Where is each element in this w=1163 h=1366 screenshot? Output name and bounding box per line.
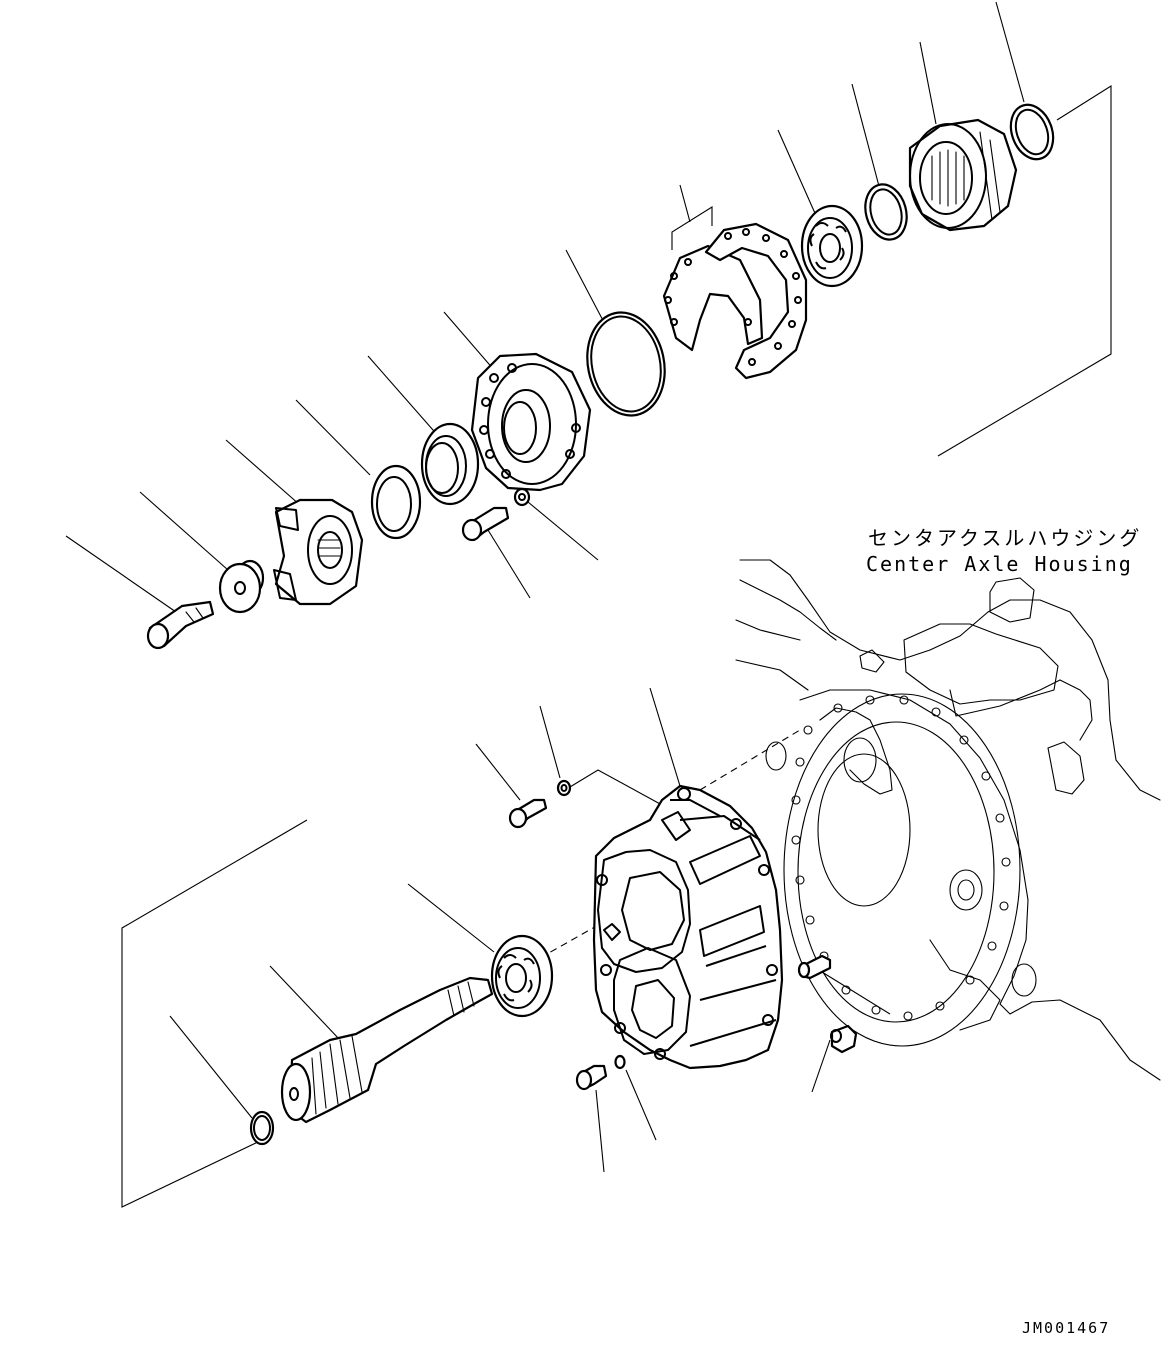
drawing-number: JM001467 xyxy=(1022,1319,1111,1337)
lower-leader-lines xyxy=(169,687,891,1173)
shim-group-bracket xyxy=(671,184,713,250)
center-axle-housing-outline xyxy=(735,559,1161,1081)
carrier-washer-upper xyxy=(556,779,572,797)
universal-joint-yoke xyxy=(273,498,364,606)
bearing-cup xyxy=(420,422,480,506)
bearing-cage xyxy=(470,352,592,492)
upper-reference-frame xyxy=(937,85,1112,457)
cage-washer xyxy=(513,487,531,507)
yoke-washer xyxy=(218,559,265,614)
drain-plug-bolt xyxy=(575,1064,608,1091)
housing-label-english: Center Axle Housing xyxy=(866,552,1133,576)
snap-ring-outer xyxy=(1009,103,1055,161)
snap-ring-inner xyxy=(864,183,908,241)
input-shaft-bearing xyxy=(490,934,554,1018)
breather-plug xyxy=(830,1024,858,1054)
shim-front xyxy=(662,244,764,352)
cage-bolt xyxy=(461,506,510,542)
bolt-group-bracket xyxy=(564,769,663,806)
carrier-bolt-upper xyxy=(508,798,548,829)
upper-leader-lines xyxy=(65,1,1025,613)
center-axis-line-upper xyxy=(699,729,801,791)
flange-bolt xyxy=(146,600,215,650)
shaft-o-ring xyxy=(249,1110,275,1146)
lower-reference-frame xyxy=(121,819,308,1208)
oil-seal xyxy=(370,464,422,540)
dowel-pin xyxy=(797,954,832,980)
shim-rear xyxy=(704,222,808,380)
pinion-bearing xyxy=(800,204,864,288)
tapered-roller-bearing xyxy=(908,118,1018,232)
differential-carrier-housing xyxy=(592,784,784,1070)
housing-label-japanese: センタアクスルハウジング xyxy=(868,526,1143,550)
o-ring xyxy=(586,311,666,417)
input-shaft xyxy=(280,976,494,1124)
drain-plug-washer xyxy=(614,1054,626,1070)
